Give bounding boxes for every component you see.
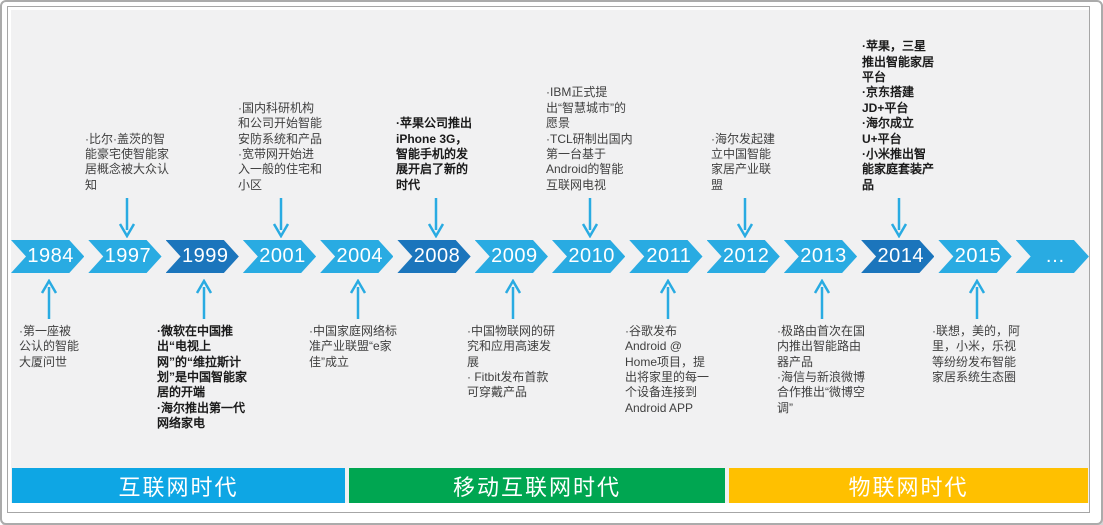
year-label: 2011 xyxy=(646,245,692,267)
timeline-year-2014: 2014 xyxy=(861,240,934,273)
up-arrow-icon xyxy=(40,279,58,319)
year-label: 2015 xyxy=(954,245,1002,267)
year-label: 1999 xyxy=(181,245,229,267)
year-label: 1984 xyxy=(27,245,74,267)
timeline-year-2012: 2012 xyxy=(707,240,780,273)
era-row: 互联网时代 移动互联网时代 物联网时代 xyxy=(12,468,1088,503)
up-arrow-icon xyxy=(195,279,213,319)
note-item: ·海尔发起建立中国智能家居产业联盟 xyxy=(711,131,775,192)
note-2004: ·中国家庭网络标准产业联盟“e家佳”成立 xyxy=(309,279,407,370)
note-2010: ·IBM正式提出“智慧城市”的愿景·TCL研制出国内第一台基于Android的智… xyxy=(546,85,634,238)
timeline-year-2011: 2011 xyxy=(629,240,702,273)
note-1997: ·比尔·盖茨的智能豪宅使智能家居概念被大众认知 xyxy=(85,132,169,238)
year-label: 2008 xyxy=(413,245,461,267)
era-band-3: 物联网时代 xyxy=(729,468,1088,503)
timeline-year-1997: 1997 xyxy=(88,240,161,273)
note-text: ·联想，美的，阿里，小米，乐视等纷纷发布智能家居系统生态圈 xyxy=(932,324,1022,385)
note-item: ·谷歌发布 Android @ Home项目，提出将家里的每一个设备连接到And… xyxy=(625,324,710,415)
note-item: ·极路由首次在国内推出智能路由器产品 xyxy=(777,324,865,369)
timeline-row: 1984 1997 1999 2001 2004 2008 2009 2010 2011 2012… xyxy=(11,240,1089,273)
timeline-year-2004: 2004 xyxy=(320,240,393,273)
year-label: 2001 xyxy=(259,245,306,267)
note-item: ·京东搭建JD+平台 xyxy=(862,85,914,115)
down-arrow-icon xyxy=(736,198,754,238)
year-label: 2009 xyxy=(491,245,538,267)
note-1999: ·微软在中国推出“电视上网”的“维拉斯计划”是中国智能家居的开端·海尔推出第一代… xyxy=(157,279,251,432)
note-item: ·海信与新浪微博合作推出“微博空调” xyxy=(777,370,865,415)
note-item: ·中国物联网的研究和应用高速发展 xyxy=(467,324,555,369)
note-item: ·苹果，三星推出智能家居平台 xyxy=(862,39,935,85)
note-text: ·IBM正式提出“智慧城市”的愿景·TCL研制出国内第一台基于Android的智… xyxy=(546,85,634,193)
note-2008: ·苹果公司推出iPhone 3G，智能手机的发展开启了新的时代 xyxy=(396,116,476,238)
note-item: ·联想，美的，阿里，小米，乐视等纷纷发布智能家居系统生态圈 xyxy=(932,324,1020,385)
note-text: ·第一座被公认的智能大厦问世 xyxy=(19,324,79,370)
note-item: ·海尔推出第一代网络家电 xyxy=(157,400,245,431)
note-item: ·国内科研机构和公司开始智能安防系统和产品 xyxy=(238,100,323,146)
note-2009: ·中国物联网的研究和应用高速发展· Fitbit发布首款可穿戴产品 xyxy=(467,279,559,401)
note-text: ·极路由首次在国内推出智能路由器产品·海信与新浪微博合作推出“微博空调” xyxy=(777,324,867,416)
era-band-2: 移动互联网时代 xyxy=(349,468,725,503)
down-arrow-icon xyxy=(427,198,445,238)
up-arrow-icon xyxy=(349,279,367,319)
timeline-year-1999: 1999 xyxy=(166,240,239,273)
note-item: ·宽带网开始进入一般的住宅和小区 xyxy=(238,146,323,192)
note-2013: ·极路由首次在国内推出智能路由器产品·海信与新浪微博合作推出“微博空调” xyxy=(777,279,867,416)
note-text: ·国内科研机构和公司开始智能安防系统和产品·宽带网开始进入一般的住宅和小区 xyxy=(238,101,324,193)
note-2011: ·谷歌发布 Android @ Home项目，提出将家里的每一个设备连接到And… xyxy=(625,279,711,416)
note-text: ·苹果公司推出iPhone 3G，智能手机的发展开启了新的时代 xyxy=(396,116,476,193)
down-arrow-icon xyxy=(272,198,290,238)
note-text: ·微软在中国推出“电视上网”的“维拉斯计划”是中国智能家居的开端·海尔推出第一代… xyxy=(157,324,251,432)
note-text: ·苹果，三星推出智能家居平台·京东搭建JD+平台·海尔成立U+平台·小米推出智能… xyxy=(862,39,936,193)
note-item: ·苹果公司推出iPhone 3G，智能手机的发展开启了新的时代 xyxy=(396,116,472,192)
up-arrow-icon xyxy=(968,279,986,319)
year-label: 2014 xyxy=(877,245,924,267)
down-arrow-icon xyxy=(890,198,908,238)
timeline-year-2013: 2013 xyxy=(784,240,857,273)
note-2015: ·联想，美的，阿里，小米，乐视等纷纷发布智能家居系统生态圈 xyxy=(932,279,1022,385)
note-item: ·第一座被公认的智能大厦问世 xyxy=(19,324,80,369)
note-item: · Fitbit发布首款可穿戴产品 xyxy=(467,370,549,400)
note-item: ·IBM正式提出“智慧城市”的愿景 xyxy=(546,85,626,131)
down-arrow-icon xyxy=(118,198,136,238)
slide-inner-frame: 1984 1997 1999 2001 2004 2008 2009 2010 2011 2012… xyxy=(7,6,1090,513)
note-item: ·微软在中国推出“电视上网”的“维拉斯计划”是中国智能家居的开端 xyxy=(157,324,248,400)
note-text: ·海尔发起建立中国智能家居产业联盟 xyxy=(711,132,779,193)
era-band-1: 互联网时代 xyxy=(12,468,345,503)
note-text: ·中国物联网的研究和应用高速发展· Fitbit发布首款可穿戴产品 xyxy=(467,324,559,401)
down-arrow-icon xyxy=(581,198,599,238)
slide-canvas: 1984 1997 1999 2001 2004 2008 2009 2010 2011 2012… xyxy=(11,10,1089,503)
note-1984: ·第一座被公认的智能大厦问世 xyxy=(19,279,79,370)
up-arrow-icon xyxy=(813,279,831,319)
year-label: 1997 xyxy=(104,245,152,267)
timeline-year-2008: 2008 xyxy=(397,240,470,273)
timeline-year-2015: 2015 xyxy=(938,240,1011,273)
year-label: 2010 xyxy=(568,245,615,267)
era-label: 互联网时代 xyxy=(118,474,239,500)
year-label: … xyxy=(1045,245,1066,267)
note-item: ·小米推出智能家庭套装产品 xyxy=(862,146,935,192)
year-label: 2013 xyxy=(800,245,847,267)
up-arrow-icon xyxy=(659,279,677,319)
note-item: ·中国家庭网络标准产业联盟“e家佳”成立 xyxy=(309,324,397,369)
era-label: 物联网时代 xyxy=(848,474,969,500)
timeline-year-2001: 2001 xyxy=(243,240,316,273)
note-2001: ·国内科研机构和公司开始智能安防系统和产品·宽带网开始进入一般的住宅和小区 xyxy=(238,101,324,238)
note-text: ·比尔·盖茨的智能豪宅使智能家居概念被大众认知 xyxy=(85,132,169,193)
note-item: ·比尔·盖茨的智能豪宅使智能家居概念被大众认知 xyxy=(85,131,170,192)
era-label: 移动互联网时代 xyxy=(452,474,621,500)
note-2012: ·海尔发起建立中国智能家居产业联盟 xyxy=(711,132,779,238)
timeline-year-2010: 2010 xyxy=(552,240,625,273)
note-item: ·TCL研制出国内第一台基于Android的智能互联网电视 xyxy=(546,131,633,192)
timeline-year-2009: 2009 xyxy=(475,240,548,273)
up-arrow-icon xyxy=(504,279,522,319)
note-2014: ·苹果，三星推出智能家居平台·京东搭建JD+平台·海尔成立U+平台·小米推出智能… xyxy=(862,39,936,238)
note-item: ·海尔成立U+平台 xyxy=(862,116,914,146)
timeline-year-…: … xyxy=(1016,240,1089,273)
note-text: ·谷歌发布 Android @ Home项目，提出将家里的每一个设备连接到And… xyxy=(625,324,711,416)
year-label: 2004 xyxy=(336,245,384,267)
timeline-year-1984: 1984 xyxy=(11,240,84,273)
year-label: 2012 xyxy=(722,245,770,267)
note-text: ·中国家庭网络标准产业联盟“e家佳”成立 xyxy=(309,324,407,370)
